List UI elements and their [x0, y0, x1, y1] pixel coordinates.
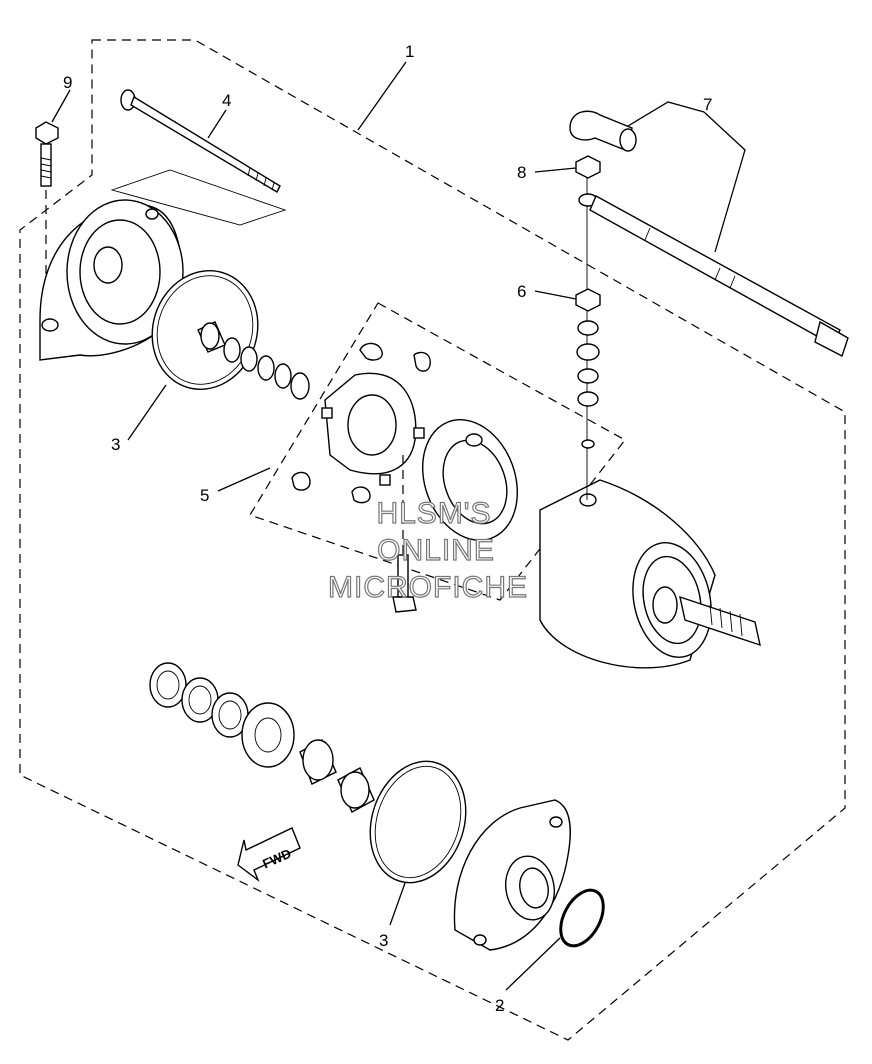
callout-6: 6: [517, 282, 526, 301]
callout-3-lower: 3: [379, 931, 388, 950]
watermark-line-3: MICROFICHE: [328, 571, 528, 604]
callouts: 1 4 9 7 8 6 5 3 3 2: [63, 42, 712, 1015]
watermark-line-2: ONLINE: [377, 534, 495, 567]
leader-lines: [51, 61, 746, 991]
watermark: HLSM'S ONLINE MICROFICHE: [327, 496, 528, 604]
fwd-arrow: FWD: [237, 827, 301, 883]
callout-8: 8: [517, 163, 526, 182]
watermark-line-1: HLSM'S: [376, 497, 491, 530]
assembly-boundary: [19, 39, 846, 1041]
callout-3-upper: 3: [111, 435, 120, 454]
o-ring-part-2: [559, 888, 605, 948]
front-bracket: [453, 799, 571, 951]
washer-stack-upper: [197, 321, 310, 400]
nut-part-6: [575, 288, 601, 312]
washer-stack-lower: [149, 662, 375, 813]
callout-2: 2: [495, 996, 504, 1015]
terminal-bolt: [392, 455, 417, 613]
nut-part-8: [575, 155, 601, 179]
rear-cover: [39, 169, 287, 361]
brush-holder-boundary: [249, 302, 626, 601]
callout-7: 7: [703, 95, 712, 114]
callout-5: 5: [200, 486, 209, 505]
motor-yoke: [539, 479, 761, 669]
o-ring-part-3-lower: [369, 760, 467, 884]
cable-part-7: [569, 110, 849, 357]
through-bolt-part-4: [120, 89, 281, 193]
callout-9: 9: [63, 73, 72, 92]
callout-1: 1: [405, 42, 414, 61]
terminal-stack: [575, 155, 601, 500]
brush-ring: [421, 419, 519, 541]
brush-holder-plate: [291, 342, 449, 504]
callout-4: 4: [222, 91, 231, 110]
